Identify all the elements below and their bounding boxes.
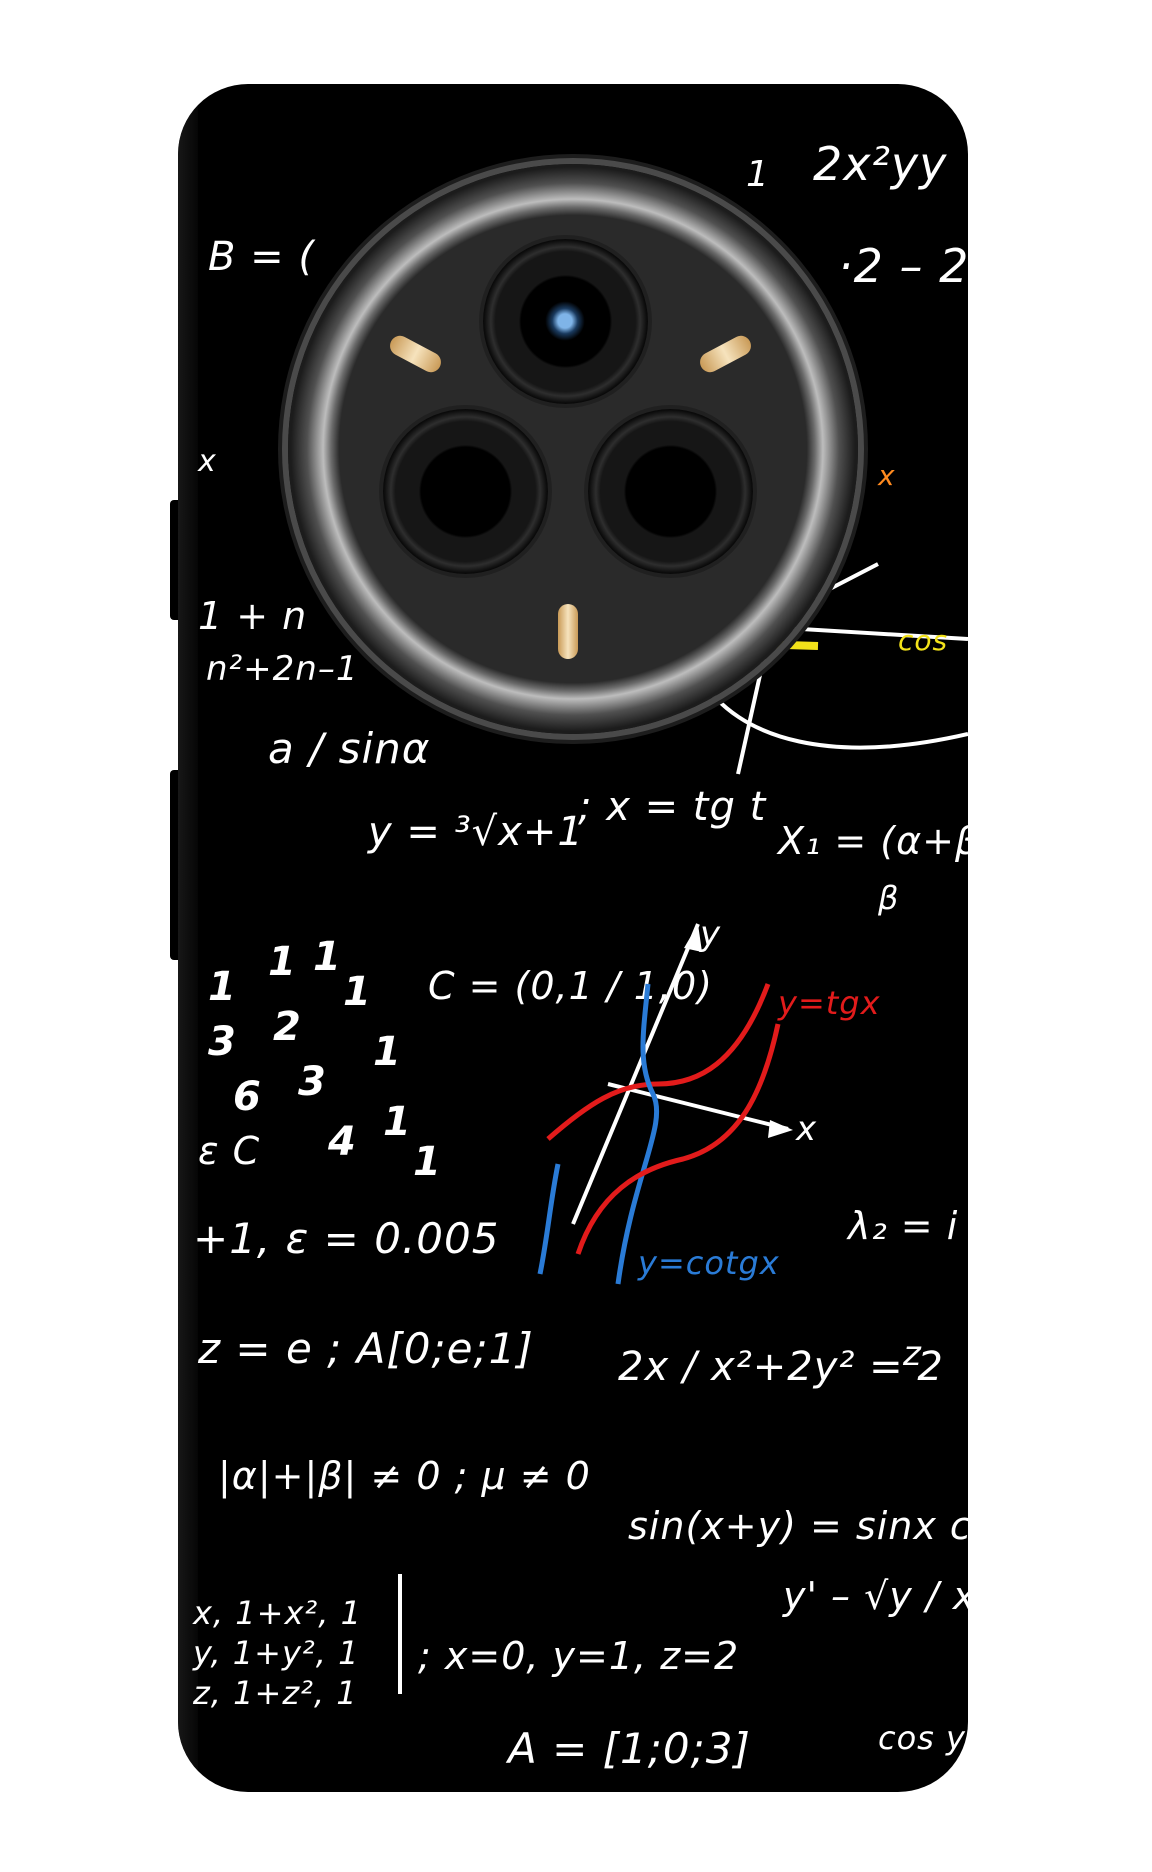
formula-text: y = ³√x+1 [368, 809, 584, 855]
case-edge [178, 84, 198, 1792]
formula-text: z, 1+z², 1 [193, 1674, 358, 1712]
scattered-digit: 1 [383, 1099, 412, 1145]
formula-text: β [878, 879, 900, 917]
flash-left [386, 332, 445, 376]
formula-text: 1 [746, 154, 770, 195]
graph-label-cotg: y=cotgx [638, 1244, 780, 1282]
formula-text: 2x²yy [813, 137, 948, 191]
lens-glint [545, 301, 585, 341]
formula-text: cos y [878, 1719, 966, 1757]
scattered-digit: 1 [413, 1139, 442, 1185]
flash-right [696, 332, 755, 376]
scattered-digit: 3 [208, 1019, 237, 1065]
formula-text: ; x = tg t [578, 784, 767, 830]
camera-lens-right [588, 409, 753, 574]
scattered-digit: 1 [343, 969, 372, 1015]
graph-x-arrow [768, 1120, 793, 1138]
graph-y-axis [571, 923, 700, 1225]
formula-text: x [198, 444, 217, 479]
tg-curve-right [575, 1023, 781, 1255]
scattered-digit: 2 [273, 1004, 302, 1050]
circle-label-x: x [878, 459, 896, 492]
graph-y-arrow [684, 924, 702, 952]
formula-text: x, 1+x², 1 [193, 1594, 362, 1632]
formula-text: z = e ; A[0;e;1] [198, 1324, 534, 1373]
phone-case: 2x²yy 1 B = ( ·2 – 2 x 1 + n n²+2n–1 a / sinα y … [178, 84, 968, 1792]
scattered-digit: 6 [233, 1074, 262, 1120]
formula-text: a / sinα [268, 724, 431, 773]
formula-text: y' – √y / x+2 [783, 1574, 968, 1618]
scattered-digit: 1 [208, 964, 237, 1010]
formula-text: λ₂ = i [848, 1204, 959, 1248]
formula-text: 1 + n [198, 594, 308, 638]
camera-lens-left [383, 409, 548, 574]
scattered-digit: 4 [328, 1119, 357, 1165]
formula-text: B = ( [208, 234, 315, 280]
graph-label-y: y [700, 914, 722, 954]
circle-label-cos: cos [898, 624, 949, 657]
graph-x-axis [607, 1082, 789, 1131]
formula-text: ; x=0, y=1, z=2 [418, 1634, 740, 1678]
scattered-digit: 3 [298, 1059, 327, 1105]
cotg-curve [615, 983, 660, 1285]
formula-text: ε C [198, 1129, 261, 1173]
flash-bottom [558, 604, 578, 659]
formula-text: +1, ε = 0.005 [193, 1214, 500, 1263]
formula-text: sin(x+y) = sinx co [628, 1504, 968, 1548]
graph-label-tg: y=tgx [778, 984, 881, 1022]
camera-module [288, 164, 858, 734]
formula-text: A = [1;0;3] [508, 1724, 751, 1773]
scattered-digit: 1 [268, 939, 297, 985]
formula-text: y, 1+y², 1 [193, 1634, 360, 1672]
formula-text: |α|+|β| ≠ 0 ; μ ≠ 0 [218, 1454, 591, 1498]
formula-text: ·2 – 2 [838, 239, 968, 293]
cotg-curve-left [537, 1163, 561, 1275]
scattered-digit: 1 [313, 934, 342, 980]
scattered-digit: 1 [373, 1029, 402, 1075]
tg-curve-upper [546, 983, 771, 1141]
formula-text: n²+2n–1 [206, 649, 359, 689]
formula-text: X₁ = (α+β [778, 819, 968, 863]
camera-lens-top [483, 239, 648, 404]
graph-label-x: x [796, 1109, 818, 1149]
formula-text: 2x / x²+2y² = 2 [618, 1344, 944, 1390]
formula-text: z [903, 1334, 922, 1374]
unit-circle-arc [696, 673, 968, 750]
